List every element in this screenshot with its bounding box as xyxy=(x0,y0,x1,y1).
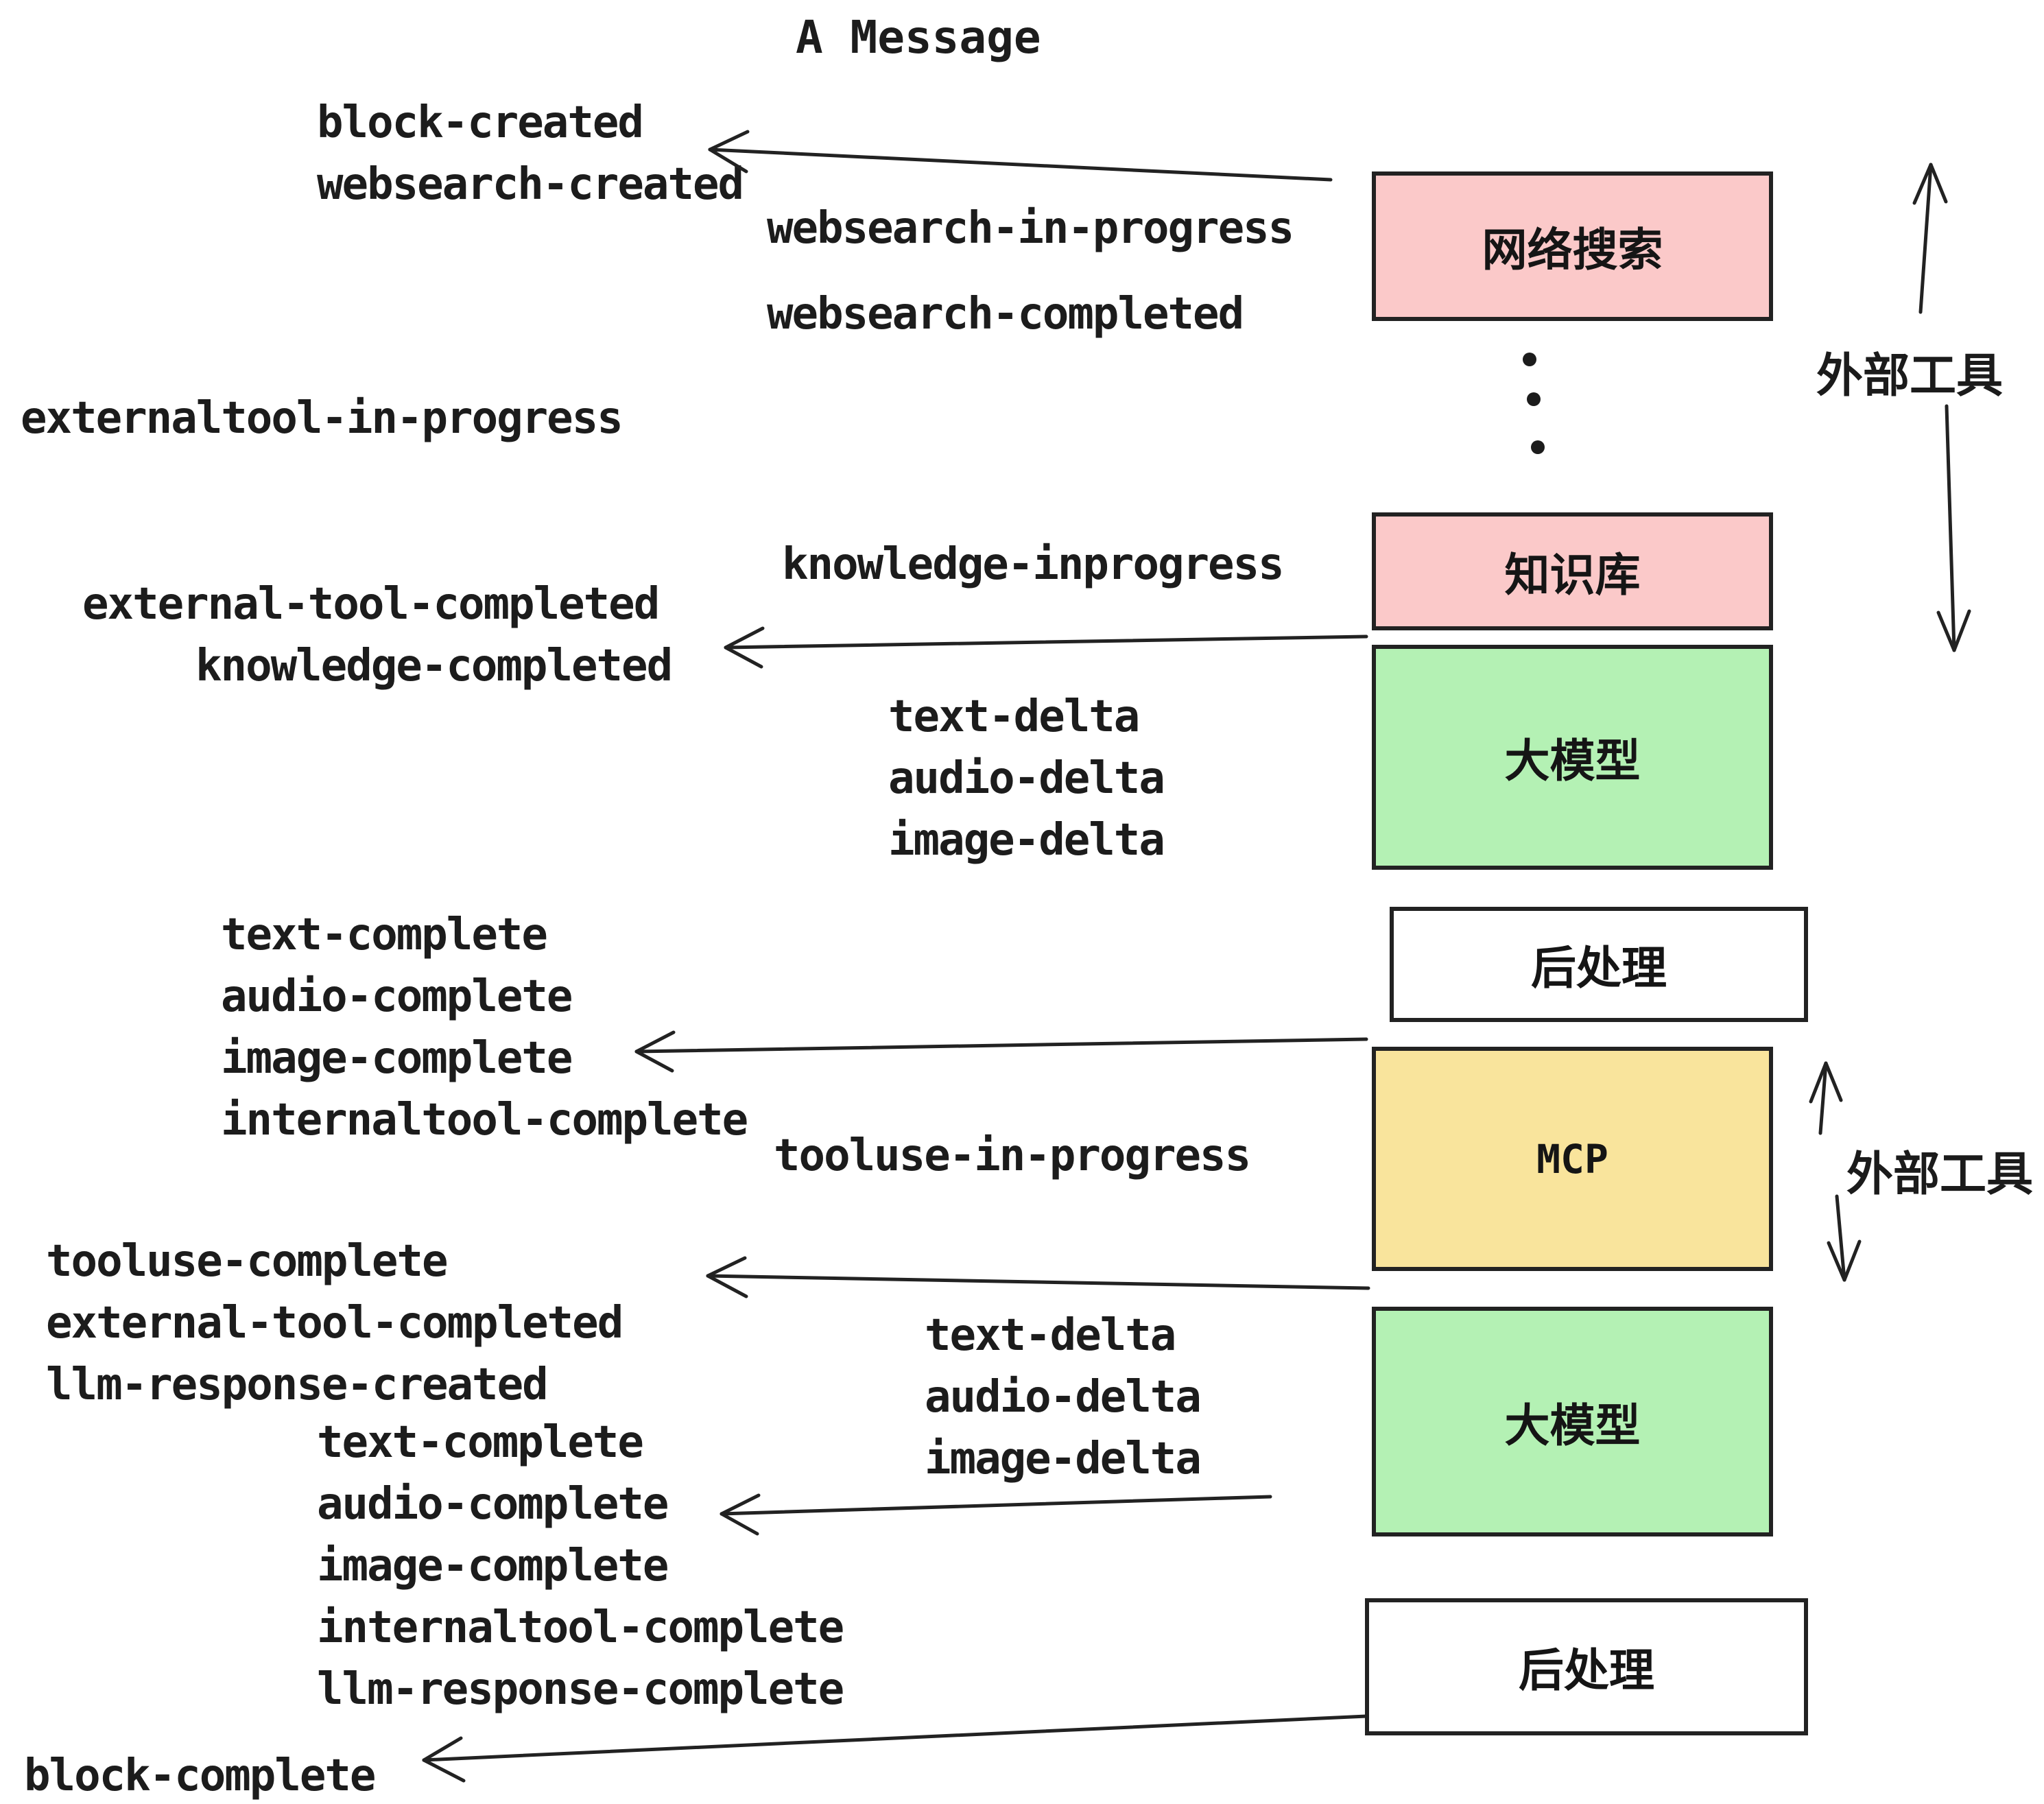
arrow-to-block-complete xyxy=(422,1714,1368,1783)
event-image-complete: image-complete xyxy=(221,1033,573,1084)
ellipsis-dot xyxy=(1527,392,1541,406)
event-websearch-created: websearch-created xyxy=(317,159,744,210)
event-llm-response-complete: llm-response-complete xyxy=(317,1664,844,1715)
event-audio-complete: audio-complete xyxy=(221,971,573,1022)
box-mcp: MCP xyxy=(1372,1047,1773,1271)
event-externaltool-in-progress: externaltool-in-progress xyxy=(21,393,623,444)
external-tools-arrow-up-mcp xyxy=(1809,1061,1843,1135)
event-audio-complete-2: audio-complete xyxy=(317,1479,669,1530)
external-tools-arrow-down-top xyxy=(1936,404,1971,652)
box-post-bottom: 后处理 xyxy=(1365,1598,1808,1735)
event-block-created: block-created xyxy=(317,97,644,148)
external-tools-arrow-down-mcp xyxy=(1827,1194,1862,1282)
event-block-complete: block-complete xyxy=(24,1750,376,1801)
event-websearch-in-progress: websearch-in-progress xyxy=(767,203,1294,254)
arrow-to-audio-complete xyxy=(720,1493,1272,1536)
event-knowledge-completed: knowledge-completed xyxy=(195,641,673,691)
event-external-tool-completed-2: external-tool-completed xyxy=(46,1298,623,1349)
event-internaltool-complete-2: internaltool-complete xyxy=(317,1602,844,1653)
box-llm-bottom: 大模型 xyxy=(1372,1307,1773,1536)
box-post-top-label: 后处理 xyxy=(1531,942,1667,993)
box-mcp-label: MCP xyxy=(1536,1135,1608,1183)
event-text-delta-2: text-delta xyxy=(925,1310,1176,1361)
event-internaltool-complete: internaltool-complete xyxy=(221,1095,748,1146)
ellipsis-dot xyxy=(1531,440,1545,454)
event-image-delta: image-delta xyxy=(888,815,1165,866)
box-llm-top: 大模型 xyxy=(1372,645,1773,870)
box-knowledge: 知识库 xyxy=(1372,512,1773,630)
event-websearch-completed: websearch-completed xyxy=(767,289,1244,340)
event-image-delta-2: image-delta xyxy=(925,1434,1202,1484)
external-tools-arrow-up-top xyxy=(1912,163,1948,314)
event-text-delta: text-delta xyxy=(888,691,1140,742)
event-tooluse-complete: tooluse-complete xyxy=(46,1236,448,1287)
event-external-tool-completed: external-tool-completed xyxy=(82,579,660,630)
box-knowledge-label: 知识库 xyxy=(1504,549,1641,600)
event-knowledge-inprogress: knowledge-inprogress xyxy=(782,539,1285,590)
event-audio-delta-2: audio-delta xyxy=(925,1372,1202,1423)
arrow-to-tooluse-complete xyxy=(706,1256,1370,1298)
event-text-complete: text-complete xyxy=(221,910,548,960)
arrow-to-knowledge-completed xyxy=(724,626,1368,669)
diagram-title: A Message xyxy=(796,11,1041,64)
external-tools-label-top: 外部工具 xyxy=(1816,350,2004,402)
box-websearch-label: 网络搜索 xyxy=(1482,224,1663,275)
arrow-to-block-created xyxy=(708,130,1333,182)
box-post-top: 后处理 xyxy=(1390,907,1808,1022)
event-tooluse-in-progress: tooluse-in-progress xyxy=(774,1130,1251,1181)
external-tools-label-mcp: 外部工具 xyxy=(1846,1148,2034,1200)
arrow-to-image-complete xyxy=(634,1030,1368,1073)
event-image-complete-2: image-complete xyxy=(317,1541,669,1591)
event-llm-response-created: llm-response-created xyxy=(46,1360,549,1410)
box-llm-bottom-label: 大模型 xyxy=(1504,1399,1641,1451)
ellipsis-dot xyxy=(1523,353,1536,366)
box-llm-top-label: 大模型 xyxy=(1504,735,1641,786)
box-post-bottom-label: 后处理 xyxy=(1519,1645,1654,1696)
box-websearch: 网络搜索 xyxy=(1372,171,1773,321)
event-text-complete-2: text-complete xyxy=(317,1417,644,1468)
event-audio-delta: audio-delta xyxy=(888,753,1165,804)
